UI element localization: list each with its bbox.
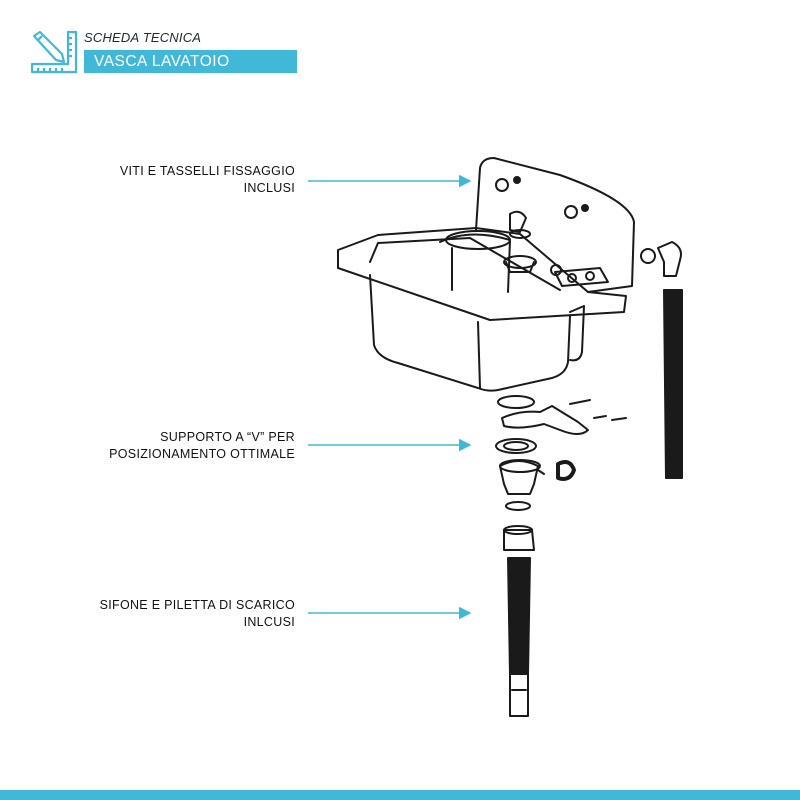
drain-body	[499, 460, 539, 495]
siphon-corrugated-hose	[507, 557, 531, 675]
o-ring-icon	[640, 248, 656, 264]
drain-washer	[495, 438, 537, 454]
callout-v-support: SUPPORTO A “V” PER POSIZIONAMENTO OTTIMA…	[109, 429, 295, 463]
callout-line: INCLUSI	[243, 181, 295, 195]
callout-line: SUPPORTO A “V” PER	[160, 430, 295, 444]
screw-icon	[495, 176, 589, 219]
page-title: VASCA LAVATOIO	[84, 50, 297, 73]
ruler-pencil-icon	[30, 30, 78, 74]
siphon-nut	[503, 529, 535, 551]
sink-basin	[369, 274, 571, 392]
callout-line: POSIZIONAMENTO OTTIMALE	[109, 447, 295, 461]
header-kicker: SCHEDA TECNICA	[84, 30, 202, 45]
v-support-bracket	[501, 405, 589, 435]
callout-fixing-screws: VITI E TASSELLI FISSAGGIO INCLUSI	[120, 163, 295, 197]
sink-rim	[337, 227, 627, 321]
callout-line: VITI E TASSELLI FISSAGGIO	[119, 164, 295, 178]
overflow-hose	[663, 289, 683, 479]
sink-backsplash	[475, 157, 635, 293]
bottom-accent-bar	[0, 790, 800, 800]
callout-siphon: SIFONE E PILETTA DI SCARICO INLCUSI	[100, 597, 295, 631]
callout-line: SIFONE E PILETTA DI SCARICO	[99, 598, 295, 612]
callout-line: INLCUSI	[243, 615, 295, 629]
